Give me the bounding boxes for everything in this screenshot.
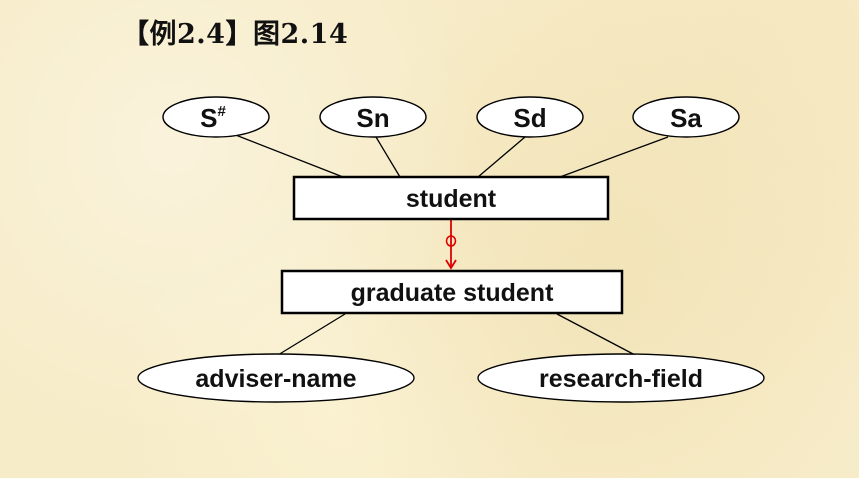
attribute-sa: Sa (632, 96, 740, 138)
entity-graduate-student-label: graduate student (351, 279, 554, 307)
entity-graduate-student: graduate student (280, 269, 624, 315)
attribute-adviser-name-label: adviser-name (195, 365, 356, 393)
svg-text:S#: S# (200, 103, 226, 133)
attribute-sn: Sn (319, 96, 427, 138)
attribute-sno: S# (162, 96, 270, 138)
attribute-sd: Sd (476, 96, 584, 138)
isa-arrow (445, 220, 457, 270)
attribute-research-field-label: research-field (539, 365, 703, 393)
attribute-sa-label: Sa (670, 103, 702, 133)
attribute-research-field: research-field (477, 353, 765, 403)
isa-circle (445, 235, 457, 247)
link-sno-student (232, 133, 344, 178)
page-title: 【例2.4】图2.14 (122, 19, 349, 50)
link-sd-student (477, 136, 526, 178)
link-sa-student (559, 136, 669, 178)
attribute-sd-label: Sd (513, 103, 546, 133)
link-graduate-research (556, 313, 636, 356)
attribute-sno-superscript: # (218, 103, 227, 120)
attribute-sno-label: S (200, 103, 217, 133)
entity-student: student (292, 175, 610, 221)
link-graduate-adviser (277, 313, 346, 356)
attribute-adviser-name: adviser-name (137, 353, 415, 403)
entity-student-label: student (406, 185, 497, 213)
attribute-sn-label: Sn (356, 103, 389, 133)
link-sn-student (375, 136, 401, 178)
